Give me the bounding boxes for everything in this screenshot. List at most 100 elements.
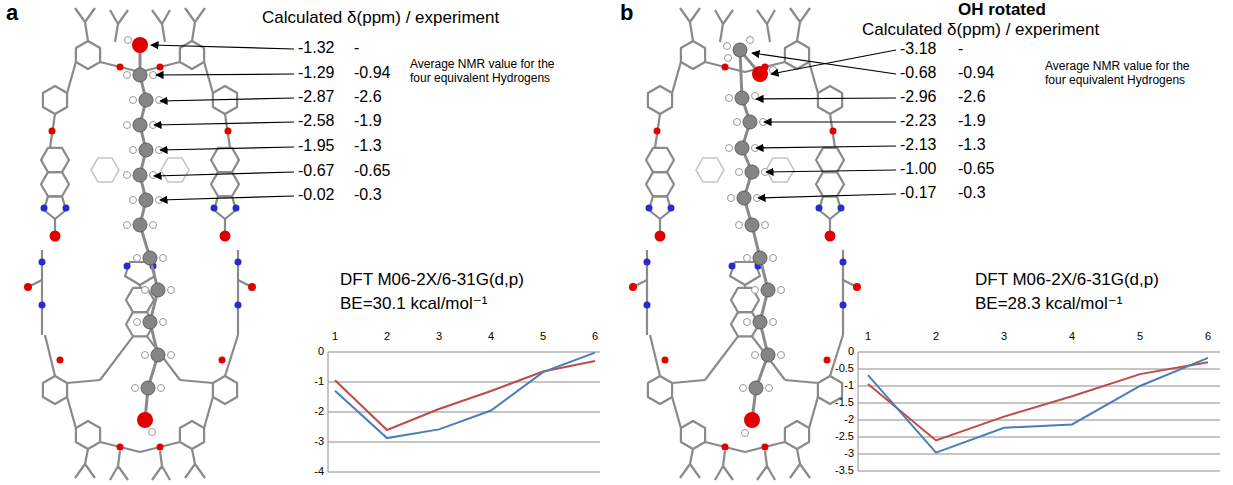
illustration-part: [778, 287, 785, 294]
illustration-part: [736, 222, 743, 229]
experimental-shift: -: [354, 39, 359, 57]
illustration-part: [133, 68, 165, 395]
illustration-part: [130, 97, 137, 104]
axis-tick: -1: [844, 379, 854, 392]
experimental-shift: -0.3: [354, 186, 382, 204]
axis-tick: 0: [318, 345, 324, 358]
axis-tick: 5: [540, 330, 546, 343]
illustration-part: [137, 412, 153, 428]
illustration-part: [158, 385, 165, 392]
illustration-part: [168, 287, 175, 294]
illustration-part: [858, 471, 1220, 472]
illustration-part: [734, 119, 741, 126]
illustration-part: [156, 74, 294, 75]
calculated-shift: -3.18: [900, 40, 936, 58]
experimental-shift: -0.65: [958, 160, 994, 178]
illustration-part: [724, 37, 785, 437]
illustration-part: [752, 66, 768, 82]
illustration-part: [328, 352, 600, 353]
calculated-shift: -2.96: [900, 88, 936, 106]
line-chart-a: [328, 352, 600, 472]
method-label: DFT M06-2X/6-31G(d,p): [340, 270, 524, 290]
column-header: Calculated δ(ppm) / experiment: [862, 20, 1099, 40]
host-capsule-a: [24, 8, 256, 480]
calculated-shift: -1.95: [298, 137, 334, 155]
illustration-part: [160, 255, 167, 262]
illustration-part: [761, 283, 775, 297]
illustration-part: [150, 172, 157, 179]
illustration-part: [744, 66, 768, 428]
illustration-part: [160, 147, 294, 150]
illustration-part: [124, 37, 175, 436]
experimental-shift: -1.9: [958, 112, 986, 130]
axis-tick: -2: [844, 413, 854, 426]
illustration-part: [151, 45, 294, 49]
illustration-part: [752, 287, 759, 294]
illustration-part: [151, 283, 165, 297]
leader-arrows-b: [752, 50, 896, 198]
illustration-part: [858, 352, 1220, 471]
illustration-part: [328, 352, 600, 472]
calculated-shift: -2.58: [298, 112, 334, 130]
illustration-part: [133, 118, 147, 132]
illustration-part: [756, 98, 896, 99]
axis-tick: -1: [314, 375, 324, 388]
axis-tick: -0.5: [835, 362, 854, 375]
illustration-part: [156, 97, 163, 104]
illustration-part: [150, 72, 157, 79]
illustration-part: [150, 222, 157, 229]
illustration-part: [766, 385, 773, 392]
axis-tick: 3: [1001, 330, 1007, 343]
illustration-part: [130, 197, 137, 204]
illustration-part: [142, 352, 149, 359]
experimental-shift: -0.94: [354, 64, 390, 82]
experimental-shift: -1.3: [958, 136, 986, 154]
axis-tick: 0: [848, 345, 854, 358]
illustration-part: [142, 287, 149, 294]
axis-tick: -3.5: [835, 464, 854, 477]
axis-tick: 4: [488, 330, 494, 343]
illustration-part: [141, 381, 155, 395]
axis-tick: 2: [384, 330, 390, 343]
illustration-part: [132, 37, 148, 53]
illustration-part: [749, 381, 763, 395]
host-capsule-b: [629, 8, 861, 480]
illustration-part: [124, 172, 131, 179]
guest-chain-b: [724, 37, 785, 437]
line-chart-b: [858, 352, 1220, 471]
illustration-part: [733, 43, 747, 57]
panel-letter: b: [620, 0, 633, 25]
illustration-part: [742, 430, 749, 437]
illustration-part: [858, 352, 859, 471]
calculated-shift: -0.02: [298, 186, 334, 204]
illustration-part: [328, 352, 329, 472]
note: Average NMR value for the four equivalen…: [410, 58, 555, 86]
calculated-shift: -1.32: [298, 39, 334, 57]
calculated-shift: -2.23: [900, 112, 936, 130]
illustration-part: [858, 403, 1220, 404]
calculated-shift: -0.17: [900, 184, 936, 202]
illustration-part: [139, 193, 153, 207]
illustration-part: [744, 255, 751, 262]
illustration-part: [149, 429, 156, 436]
illustration-part: [778, 352, 785, 359]
illustration-part: [143, 315, 157, 329]
illustration-part: [868, 362, 1208, 440]
binding-energy: BE=30.1 kcal/mol⁻¹: [340, 294, 487, 314]
illustration-part: [770, 67, 777, 74]
illustration-part: [154, 172, 294, 176]
illustration-part: [335, 353, 595, 439]
illustration-part: [134, 255, 141, 262]
illustration-part: [728, 195, 735, 202]
axis-tick: 1: [332, 330, 338, 343]
illustration-part: [133, 68, 147, 82]
illustration-part: [139, 143, 153, 157]
illustration-part: [764, 121, 896, 122]
illustration-part: [151, 348, 165, 362]
illustration-part: [726, 145, 733, 152]
illustration-part: [770, 319, 777, 326]
axis-tick: -1.5: [835, 396, 854, 409]
illustration-part: [735, 91, 749, 105]
illustration-part: [752, 53, 896, 74]
